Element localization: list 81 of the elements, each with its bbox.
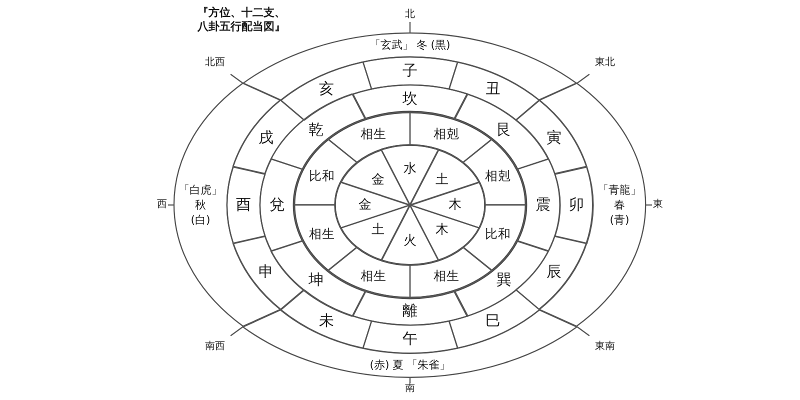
branch-sector	[514, 234, 589, 312]
trigram-label: 坤	[308, 272, 324, 288]
season-sector	[537, 81, 648, 329]
relation-sector	[292, 137, 359, 207]
trigram-label: 艮	[496, 122, 512, 138]
trigram-sector	[258, 157, 305, 253]
element-label: 土	[435, 173, 448, 186]
season-text: 「白虎」	[178, 184, 222, 196]
relation-label: 相剋	[485, 169, 512, 182]
relation-label: 相剋	[434, 128, 460, 141]
season-text: 「朱雀」	[406, 359, 450, 370]
trigram-label: 乾	[308, 122, 324, 138]
branch-label: 子	[402, 64, 418, 78]
branch-label: 辰	[546, 264, 562, 280]
trigram-label: 兌	[270, 197, 284, 212]
trigram-sector	[350, 83, 470, 122]
season-text: (黒)	[430, 40, 450, 50]
relation-sector	[461, 137, 528, 207]
trigram-label: 巽	[496, 272, 512, 288]
season-text: 秋	[195, 199, 206, 210]
trigram-label: 離	[402, 304, 418, 319]
branch-label: 未	[319, 314, 334, 329]
relation-sector	[461, 203, 528, 273]
compass-label: 北	[405, 10, 415, 20]
relation-label: 比和	[308, 169, 335, 182]
branch-sector	[278, 60, 374, 122]
branch-sector	[360, 318, 460, 355]
relation-sector	[408, 245, 494, 300]
relation-label: 相生	[360, 269, 386, 282]
relation-sector	[326, 245, 412, 300]
compass-label: 北西	[204, 58, 225, 68]
compass-label: 東北	[595, 58, 616, 68]
compass-label: 西	[157, 200, 167, 210]
branch-sector	[278, 288, 374, 350]
branch-sector	[446, 288, 542, 350]
element-label: 土	[372, 224, 385, 237]
branch-sector	[360, 55, 460, 92]
compass-label: 南西	[204, 342, 225, 352]
element-label: 木	[435, 224, 448, 237]
relation-label: 相生	[434, 269, 460, 282]
branch-label: 申	[258, 264, 274, 280]
relation-label: 相生	[308, 228, 335, 241]
branch-label: 午	[402, 331, 418, 346]
trigram-sector	[515, 157, 562, 253]
trigram-label: 震	[535, 197, 550, 212]
season-text: 春	[614, 199, 625, 210]
branch-label: 寅	[546, 130, 562, 146]
season-text: (赤)	[370, 359, 390, 370]
season-text: 「青龍」	[597, 184, 642, 196]
branch-sector	[514, 98, 589, 176]
season-sector	[172, 81, 283, 329]
element-label: 火	[403, 234, 416, 248]
branch-label: 酉	[236, 197, 251, 212]
diagram-title: 『方位、十二支、八卦五行配当図』	[196, 6, 287, 34]
element-label: 木	[448, 198, 462, 212]
branch-label: 戌	[258, 130, 274, 146]
element-label: 金	[358, 198, 372, 212]
branch-sector	[225, 164, 268, 246]
relation-sector	[292, 203, 359, 273]
trigram-sector	[350, 288, 470, 327]
branch-sector	[552, 164, 595, 246]
compass-label: 南	[405, 384, 415, 394]
branch-label: 卯	[568, 197, 584, 212]
branch-sector	[446, 60, 542, 122]
element-label: 水	[403, 162, 416, 176]
compass-label: 東南	[595, 342, 616, 352]
season-text: (白)	[190, 214, 210, 226]
season-text: (青)	[610, 214, 630, 226]
branch-sector	[231, 234, 306, 312]
branch-sector	[231, 98, 306, 176]
season-text: 冬	[416, 40, 428, 50]
season-text: 夏	[392, 359, 404, 370]
compass-label: 東	[653, 200, 663, 210]
branch-label: 丑	[486, 81, 501, 96]
season-text: 「玄武」	[370, 40, 414, 50]
element-label: 金	[372, 173, 385, 186]
branch-label: 巳	[486, 314, 501, 329]
branch-label: 亥	[319, 81, 334, 96]
relation-label: 相生	[360, 128, 386, 141]
relation-label: 比和	[485, 228, 512, 241]
trigram-label: 坎	[402, 91, 418, 106]
